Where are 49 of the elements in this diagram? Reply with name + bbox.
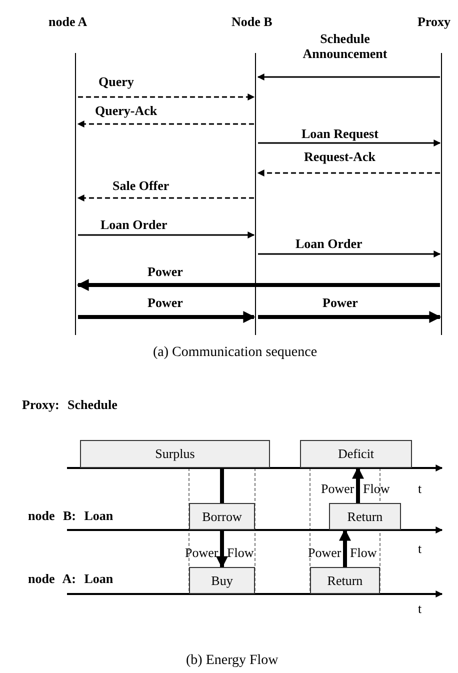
state-bar: Return bbox=[310, 567, 380, 594]
arrow bbox=[77, 194, 254, 202]
participant-label: Node B bbox=[232, 14, 272, 29]
arrow bbox=[76, 279, 440, 291]
axis-label: t bbox=[418, 480, 422, 496]
participant-label: Proxy bbox=[418, 14, 450, 29]
edge-label: Loan Order bbox=[296, 236, 362, 250]
edge-label: Loan Request bbox=[302, 126, 378, 140]
arrow bbox=[78, 232, 255, 238]
state-bar: Surplus bbox=[80, 440, 270, 468]
edge-label: Schedule Announcement bbox=[302, 31, 388, 61]
caption: (b) Energy Flow bbox=[186, 652, 278, 668]
arrow bbox=[258, 140, 441, 146]
arrow bbox=[216, 530, 228, 568]
axis-label: t bbox=[418, 540, 422, 556]
edge-label: Power bbox=[322, 294, 358, 310]
state-bar: Borrow bbox=[189, 503, 255, 530]
arrow bbox=[78, 311, 256, 323]
arrow bbox=[78, 94, 255, 100]
flow-label: Flow bbox=[350, 544, 377, 560]
connector-line bbox=[220, 468, 224, 503]
state-bar: Deficit bbox=[300, 440, 412, 468]
edge-label: Sale Offer bbox=[112, 178, 170, 192]
edge-label: Query-Ack bbox=[95, 102, 158, 118]
edge-label: Power bbox=[148, 264, 183, 278]
state-bar: Buy bbox=[189, 567, 255, 594]
state-bar: Return bbox=[329, 503, 401, 530]
axis-label: t bbox=[418, 600, 422, 616]
edge-label: Query bbox=[98, 74, 134, 88]
flow-label: Flow bbox=[363, 480, 390, 496]
arrow bbox=[77, 120, 254, 128]
participant-label: node A bbox=[48, 14, 88, 29]
caption: (a) Communication sequence bbox=[153, 344, 318, 360]
arrow bbox=[339, 528, 351, 567]
arrow bbox=[352, 466, 364, 503]
arrow bbox=[258, 250, 441, 258]
edge-label: Request-Ack bbox=[304, 148, 376, 164]
flow-label: Flow bbox=[227, 544, 254, 560]
row-label: node A: Loan bbox=[28, 570, 114, 586]
arrow bbox=[257, 74, 440, 80]
flow-label: Power bbox=[185, 544, 218, 560]
arrow bbox=[257, 170, 440, 176]
edge-label: Power bbox=[148, 294, 183, 310]
edge-label: Loan Order bbox=[100, 216, 168, 232]
flow-label: Power bbox=[308, 544, 342, 560]
row-label: Proxy: Schedule bbox=[22, 396, 118, 412]
arrow bbox=[258, 311, 442, 323]
row-label: node B: Loan bbox=[28, 508, 114, 522]
flow-label: Power bbox=[321, 480, 354, 496]
